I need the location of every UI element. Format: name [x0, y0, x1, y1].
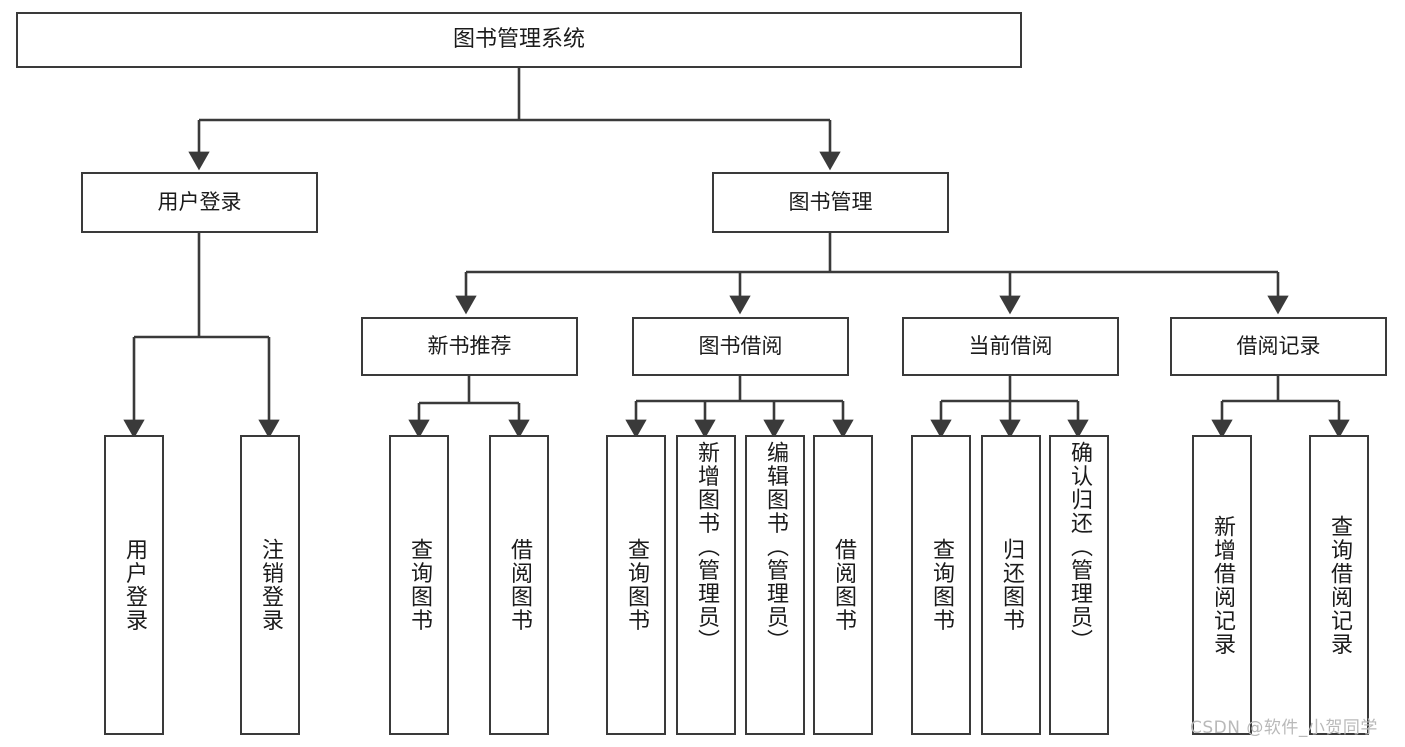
node-leaf-logout-label: 注销登录: [258, 538, 283, 632]
node-leaf-add-record[interactable]: 新增借阅记录: [1192, 435, 1252, 735]
node-current-borrow[interactable]: 当前借阅: [902, 317, 1119, 376]
node-leaf-query-record-label: 查询借阅记录: [1327, 514, 1352, 656]
node-leaf-query-record[interactable]: 查询借阅记录: [1309, 435, 1369, 735]
node-leaf-confirm-return-label: 确认归还（管理员）: [1067, 441, 1092, 653]
node-leaf-borrow-book-2-label: 借阅图书: [831, 538, 856, 632]
node-leaf-user-login-label: 用户登录: [122, 538, 147, 632]
node-leaf-confirm-return[interactable]: 确认归还（管理员）: [1049, 435, 1109, 735]
node-root-label: 图书管理系统: [452, 26, 585, 52]
node-user-login[interactable]: 用户登录: [81, 172, 318, 233]
node-leaf-borrow-book-1-label: 借阅图书: [507, 538, 532, 632]
node-leaf-add-book[interactable]: 新增图书（管理员）: [676, 435, 736, 735]
node-root[interactable]: 图书管理系统: [16, 12, 1022, 68]
node-new-book-recommend-label: 新书推荐: [427, 333, 512, 358]
node-borrow-record-label: 借阅记录: [1236, 333, 1321, 358]
node-leaf-query-book-1[interactable]: 查询图书: [389, 435, 449, 735]
node-leaf-query-book-1-label: 查询图书: [407, 538, 432, 632]
node-leaf-query-book-2-label: 查询图书: [624, 538, 649, 632]
node-leaf-user-login[interactable]: 用户登录: [104, 435, 164, 735]
node-borrow-record[interactable]: 借阅记录: [1170, 317, 1387, 376]
node-book-manage[interactable]: 图书管理: [712, 172, 949, 233]
node-leaf-add-record-label: 新增借阅记录: [1210, 514, 1235, 656]
node-leaf-query-book-3[interactable]: 查询图书: [911, 435, 971, 735]
node-leaf-borrow-book-2[interactable]: 借阅图书: [813, 435, 873, 735]
node-leaf-add-book-label: 新增图书（管理员）: [694, 441, 719, 653]
node-leaf-borrow-book-1[interactable]: 借阅图书: [489, 435, 549, 735]
node-book-manage-label: 图书管理: [788, 189, 873, 214]
node-leaf-return-book[interactable]: 归还图书: [981, 435, 1041, 735]
node-current-borrow-label: 当前借阅: [968, 333, 1053, 358]
node-user-login-label: 用户登录: [157, 189, 242, 214]
node-leaf-edit-book-label: 编辑图书（管理员）: [763, 441, 788, 653]
node-leaf-return-book-label: 归还图书: [999, 538, 1024, 632]
csdn-watermark: CSDN @软件_小贺同学: [1190, 718, 1378, 738]
node-leaf-query-book-3-label: 查询图书: [929, 538, 954, 632]
node-leaf-edit-book[interactable]: 编辑图书（管理员）: [745, 435, 805, 735]
node-leaf-logout[interactable]: 注销登录: [240, 435, 300, 735]
node-book-borrow-label: 图书借阅: [698, 333, 783, 358]
node-leaf-query-book-2[interactable]: 查询图书: [606, 435, 666, 735]
node-book-borrow[interactable]: 图书借阅: [632, 317, 849, 376]
node-new-book-recommend[interactable]: 新书推荐: [361, 317, 578, 376]
